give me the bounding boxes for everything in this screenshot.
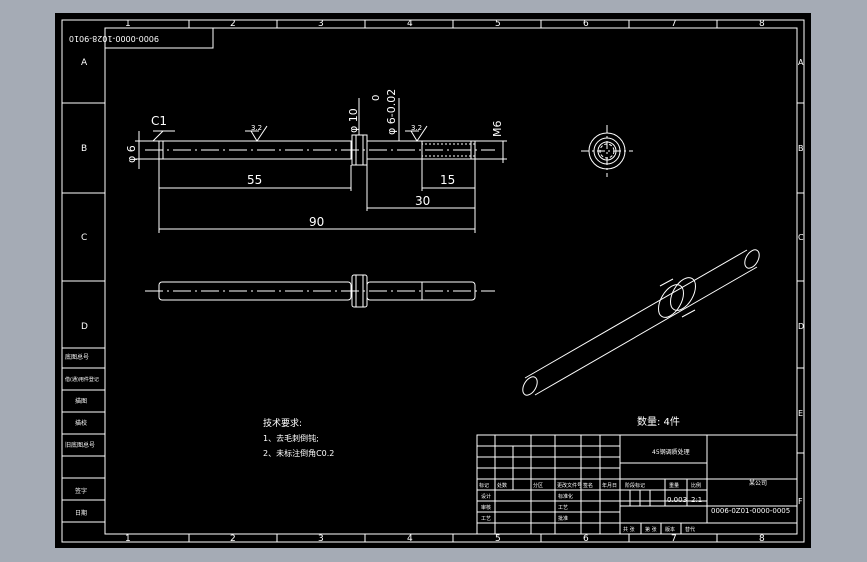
title-block-grid (476, 434, 798, 535)
col-number: 4 (407, 19, 413, 29)
row-letter: C (81, 233, 87, 243)
col-number: 7 (671, 534, 677, 544)
chamfer-label: C1 (151, 114, 167, 128)
left-strip-grid (62, 347, 105, 523)
left-strip-label: 底图总号 (65, 353, 89, 361)
weight-value: 0.003 (667, 496, 687, 504)
row-letter: A (798, 58, 804, 67)
stage-label: 阶段标记 (625, 482, 645, 489)
col-number: 5 (495, 534, 501, 544)
roughness-label: 3.2 (251, 124, 262, 132)
shaft-isometric-view (522, 249, 760, 396)
col-number: 5 (495, 19, 501, 29)
notes-line: 1、去毛刺倒钝; (263, 433, 319, 443)
row-letter: D (798, 322, 804, 331)
row-letter: A (81, 58, 88, 68)
cad-viewport[interactable]: 1 2 3 4 5 6 7 8 1 2 3 4 5 6 7 8 A B C D … (55, 13, 811, 548)
zone-ticks (188, 20, 804, 542)
left-strip-label: 日期 (75, 509, 87, 517)
bottom-row-label: 版本 (665, 526, 675, 533)
shaft-end-view (581, 125, 633, 177)
dim-len-55: 55 (247, 173, 262, 187)
bottom-row-label: 共 张 (623, 526, 635, 533)
header-col: 年月日 (602, 482, 617, 489)
role-label: 工艺 (558, 505, 568, 511)
col-number: 1 (125, 534, 131, 544)
left-strip-label: 描校 (75, 419, 87, 427)
code-box (104, 27, 214, 49)
quantity-label: 数量: 4件 (637, 415, 680, 428)
stage-label: 比例 (691, 482, 701, 489)
company: 某公司 (749, 480, 767, 487)
row-letter: B (798, 144, 804, 153)
scale-value: 2:1 (691, 496, 702, 504)
dim-len-30: 30 (415, 194, 430, 208)
header-col: 更改文件号 (557, 482, 582, 489)
left-strip-label: 旧底图总号 (65, 441, 95, 449)
col-number: 4 (407, 534, 413, 544)
code-box-text: 9000-0000-1028-9010 (69, 34, 159, 43)
dim-thread: M6 (491, 121, 504, 138)
drawing-sheet: 1 2 3 4 5 6 7 8 1 2 3 4 5 6 7 8 A B C D … (61, 19, 805, 544)
col-number: 7 (671, 19, 677, 29)
left-strip-label: 描图 (75, 397, 87, 405)
bottom-row-label: 第 张 (645, 526, 657, 533)
header-col: 标记 (479, 482, 489, 489)
col-number: 3 (318, 19, 324, 29)
dim-dia-tol: φ 6-0.02 (385, 89, 398, 135)
notes-title: 技术要求: (263, 417, 302, 429)
col-number: 2 (230, 534, 236, 544)
row-letter: C (798, 233, 804, 242)
header-col: 分区 (533, 482, 543, 489)
col-number: 8 (759, 19, 765, 29)
row-letter: B (81, 144, 87, 154)
left-strip-label: 借(通)用件登记 (65, 376, 99, 383)
col-number: 6 (583, 19, 589, 29)
row-letter: D (81, 322, 88, 332)
row-letter: E (798, 409, 803, 418)
header-col: 处数 (497, 482, 507, 489)
left-strip-label: 签字 (75, 487, 87, 495)
header-col: 签名 (583, 482, 593, 489)
col-number: 1 (125, 19, 131, 29)
roughness-label: 3.2 (411, 124, 422, 132)
col-number: 6 (583, 534, 589, 544)
role-label: 审核 (481, 504, 491, 511)
dim-dia-collar: φ 10 (347, 108, 360, 133)
col-number: 2 (230, 19, 236, 29)
col-number: 8 (759, 534, 765, 544)
col-number: 3 (318, 534, 324, 544)
role-label: 工艺 (481, 516, 491, 522)
dim-tol-upper: 0 (371, 95, 382, 101)
row-letter: F (798, 497, 803, 506)
notes-line: 2、未标注倒角C0.2 (263, 448, 334, 458)
role-label: 设计 (481, 493, 491, 500)
part-name: 45钢调质处理 (652, 448, 690, 456)
dim-len-90: 90 (309, 215, 324, 229)
dim-dia-left: φ 6 (125, 145, 138, 163)
dimension-lines (135, 98, 507, 233)
role-label: 批准 (558, 515, 568, 522)
role-label: 标准化 (558, 493, 573, 500)
drawing-number: 0006-0Z01-0000-0005 (711, 507, 790, 515)
stage-label: 重量 (669, 482, 679, 489)
dim-len-15: 15 (440, 173, 455, 187)
bottom-row-label: 替代 (685, 526, 695, 533)
